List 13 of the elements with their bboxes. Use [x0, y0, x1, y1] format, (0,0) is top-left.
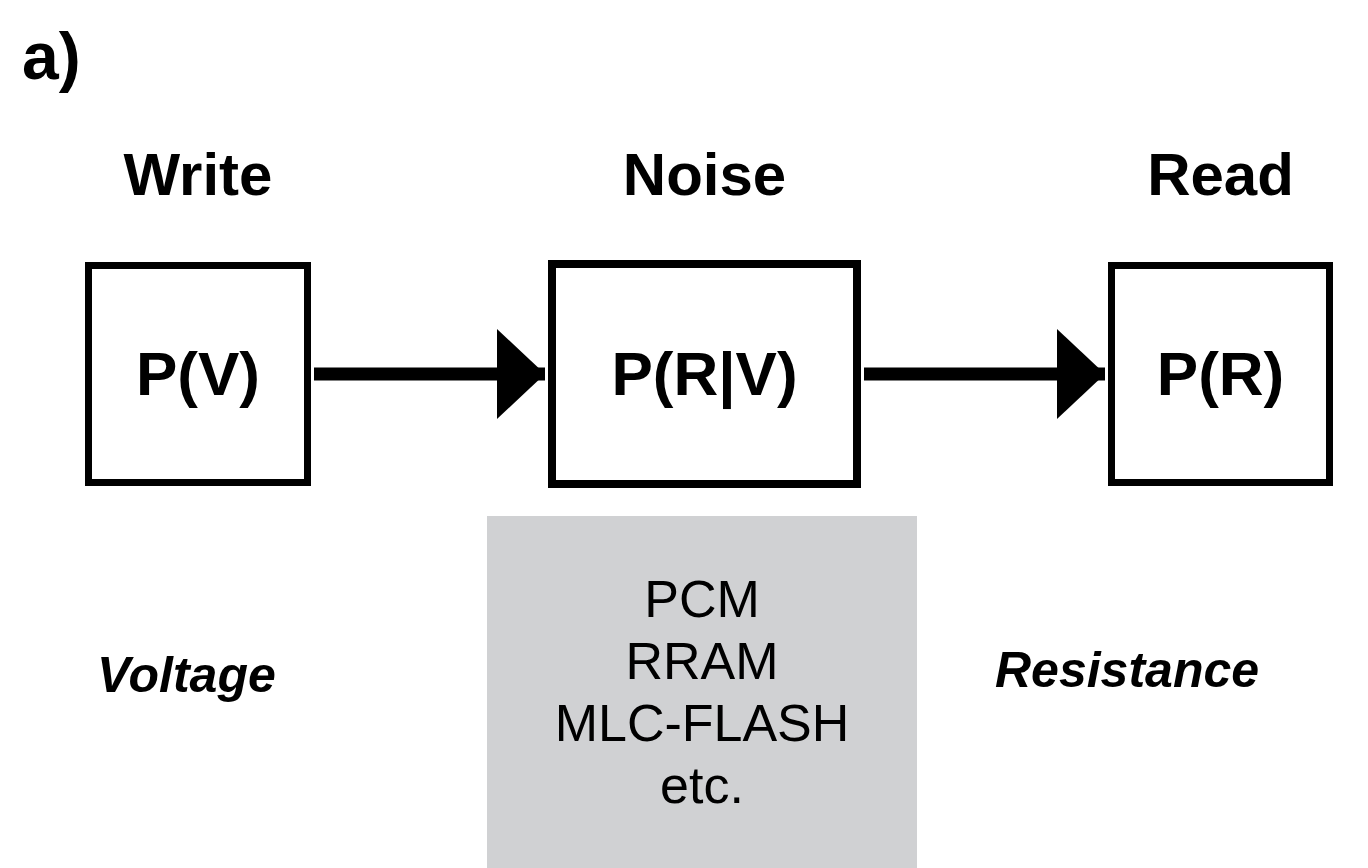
arrow: [864, 329, 1105, 419]
formula: P(R|V): [611, 338, 798, 410]
heading: Read: [1146, 140, 1295, 210]
note-box: [487, 516, 917, 868]
panel-label: a): [22, 18, 81, 94]
formula: P(R): [1156, 338, 1285, 410]
caption-text: Voltage: [97, 646, 276, 705]
formula: P(V): [136, 338, 260, 410]
arrow: [314, 329, 545, 419]
caption-text: Resistance: [995, 641, 1260, 700]
note-text: PCM RRAM MLC-FLASH etc.: [553, 569, 851, 816]
heading: Noise: [621, 140, 788, 210]
heading: Write: [122, 140, 274, 210]
